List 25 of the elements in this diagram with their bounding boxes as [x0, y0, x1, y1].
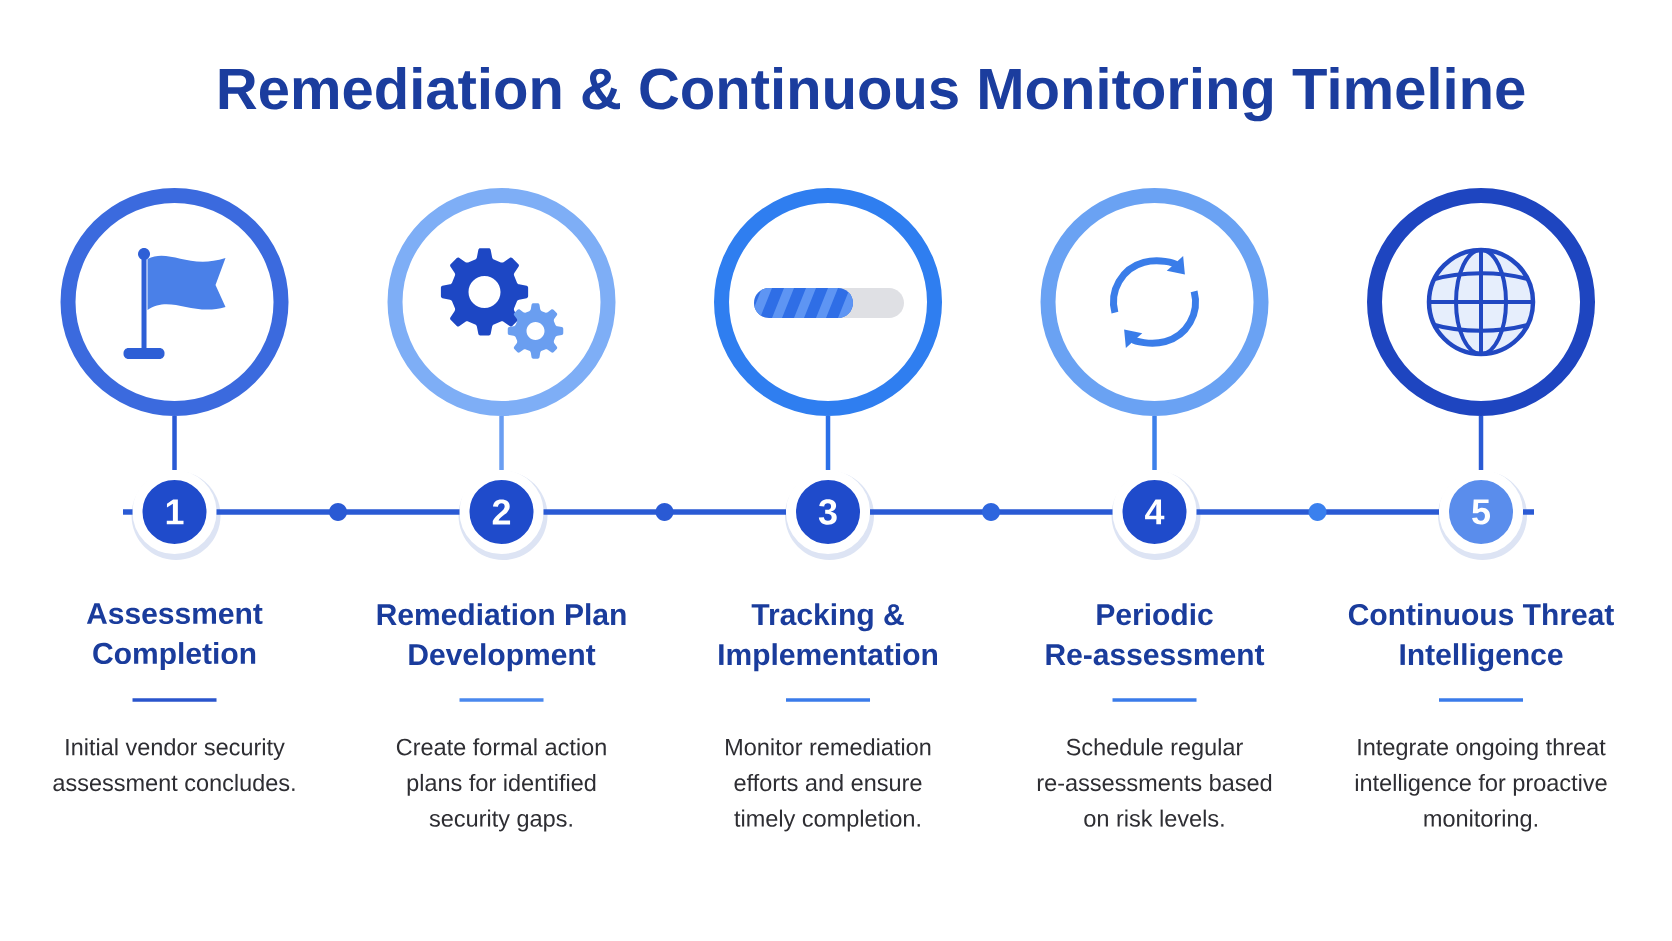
connector-line [1152, 416, 1157, 470]
step-heading: Assessment Completion [86, 603, 263, 671]
timeline-line [1523, 509, 1534, 515]
step-heading: Tracking & Implementation [719, 603, 937, 672]
icon-circle [60, 188, 289, 416]
connector-line [825, 416, 831, 470]
connector-line [172, 416, 177, 470]
icon-circle [1040, 188, 1269, 416]
step-description: Integrate ongoing threat intelligence for proactive monitoring. [1355, 738, 1607, 832]
step-description: Create formal action plans for identified security gaps. [396, 738, 606, 832]
timeline-line [216, 509, 460, 515]
connector-line [499, 416, 504, 470]
step-heading: Periodic Re-assessment [1046, 603, 1265, 666]
step-heading: Continuous Threat Intelligence [1348, 603, 1614, 672]
step-description: Initial vendor security assessment concludes. [53, 738, 295, 792]
timeline-line [123, 509, 133, 515]
timeline-line [870, 509, 1113, 515]
timeline-line [543, 509, 786, 515]
title: Remediation & Continuous Monitoring Timeline [219, 66, 1525, 122]
connector-line [1478, 416, 1484, 470]
icon-circle [714, 188, 942, 416]
step-description: Monitor remediation efforts and ensure timely completion. [726, 738, 931, 832]
step-description: Schedule regular re-assessments based on risk levels. [1037, 738, 1272, 827]
timeline-line [1196, 509, 1439, 515]
step-heading: Remediation Plan Development [377, 603, 626, 672]
